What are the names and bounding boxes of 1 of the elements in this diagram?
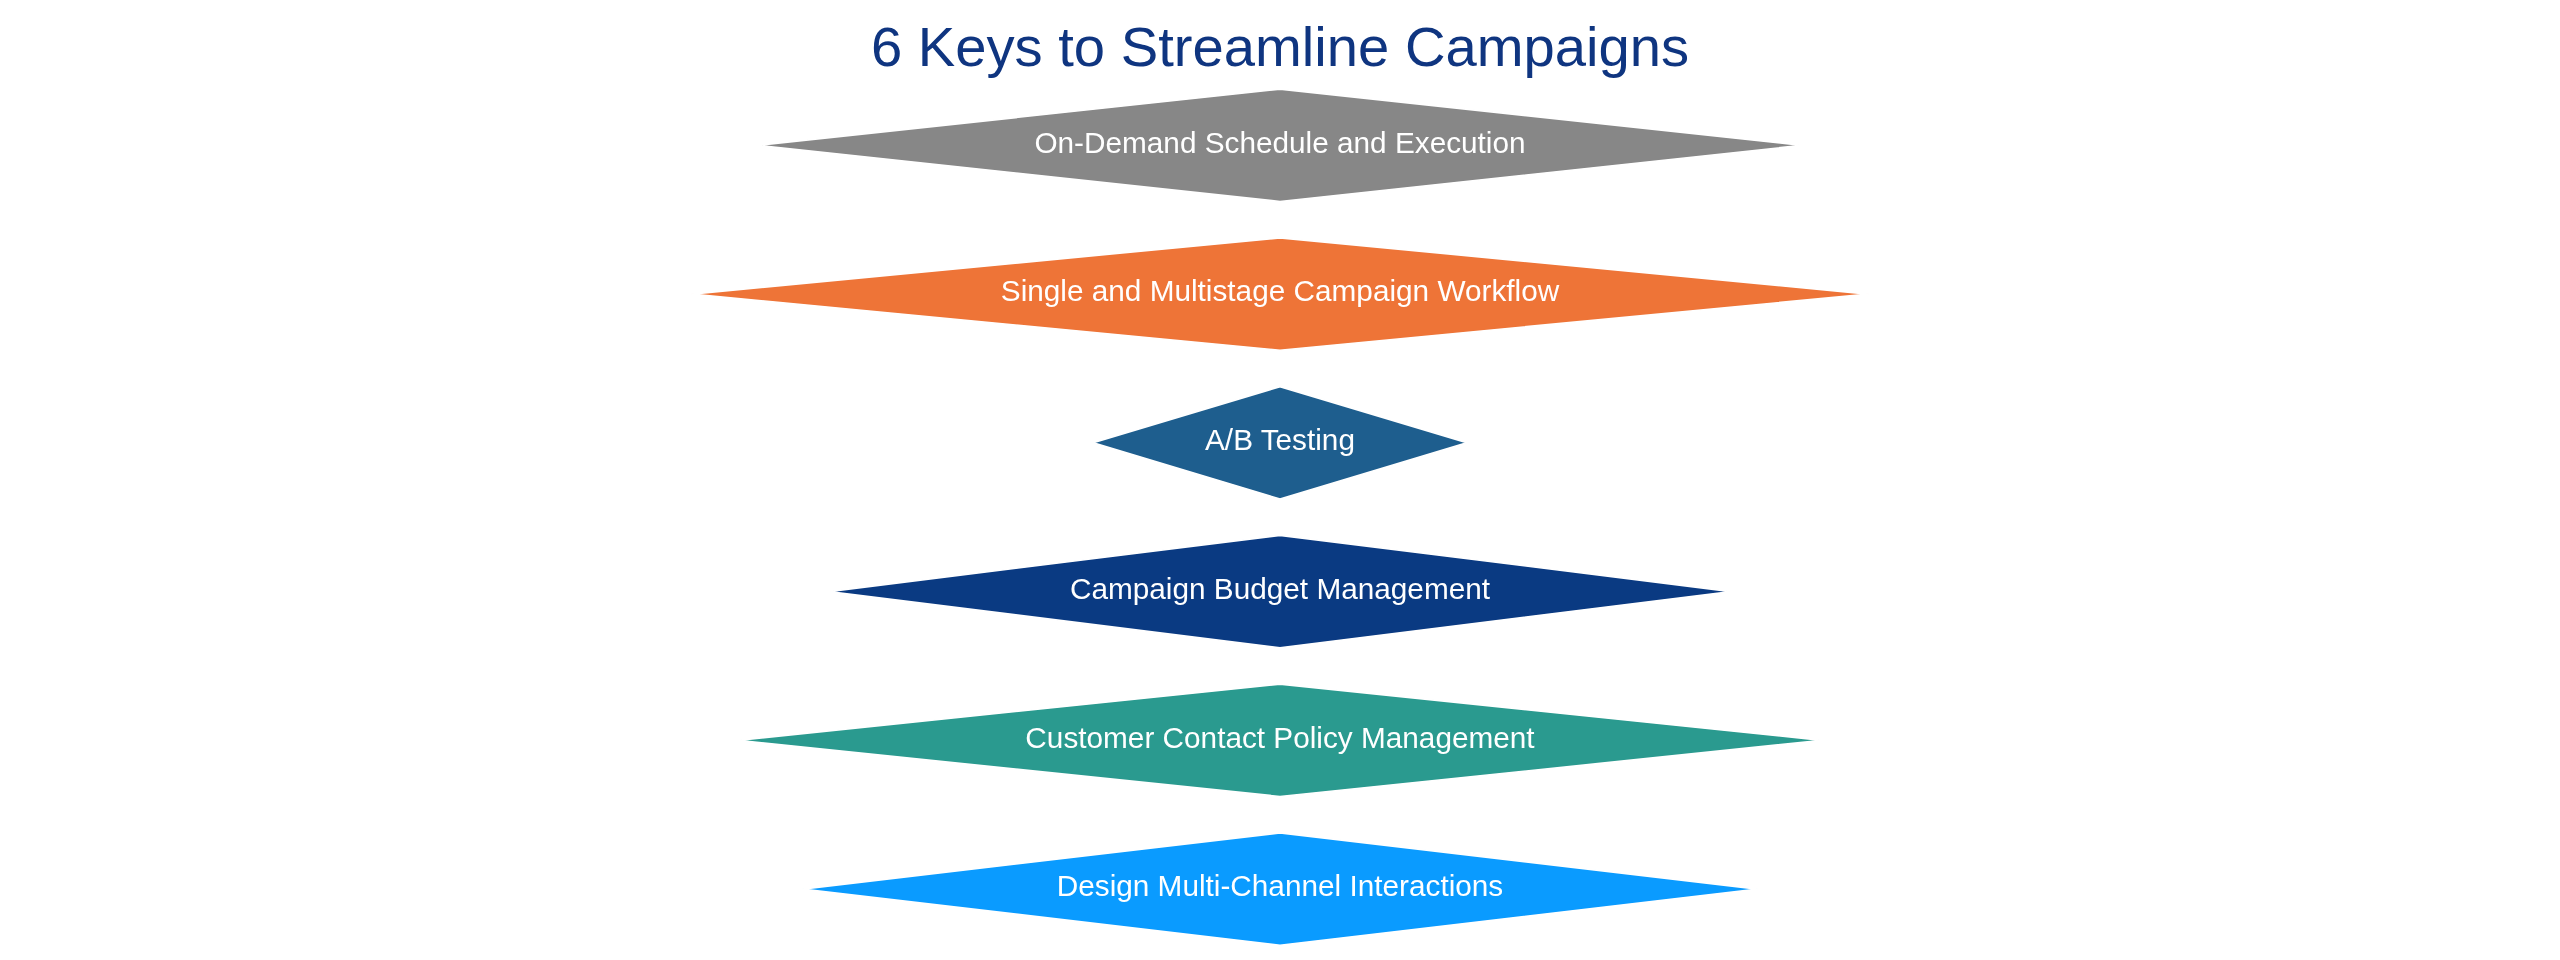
diagram-title: 6 Keys to Streamline Campaigns	[870, 15, 1690, 79]
